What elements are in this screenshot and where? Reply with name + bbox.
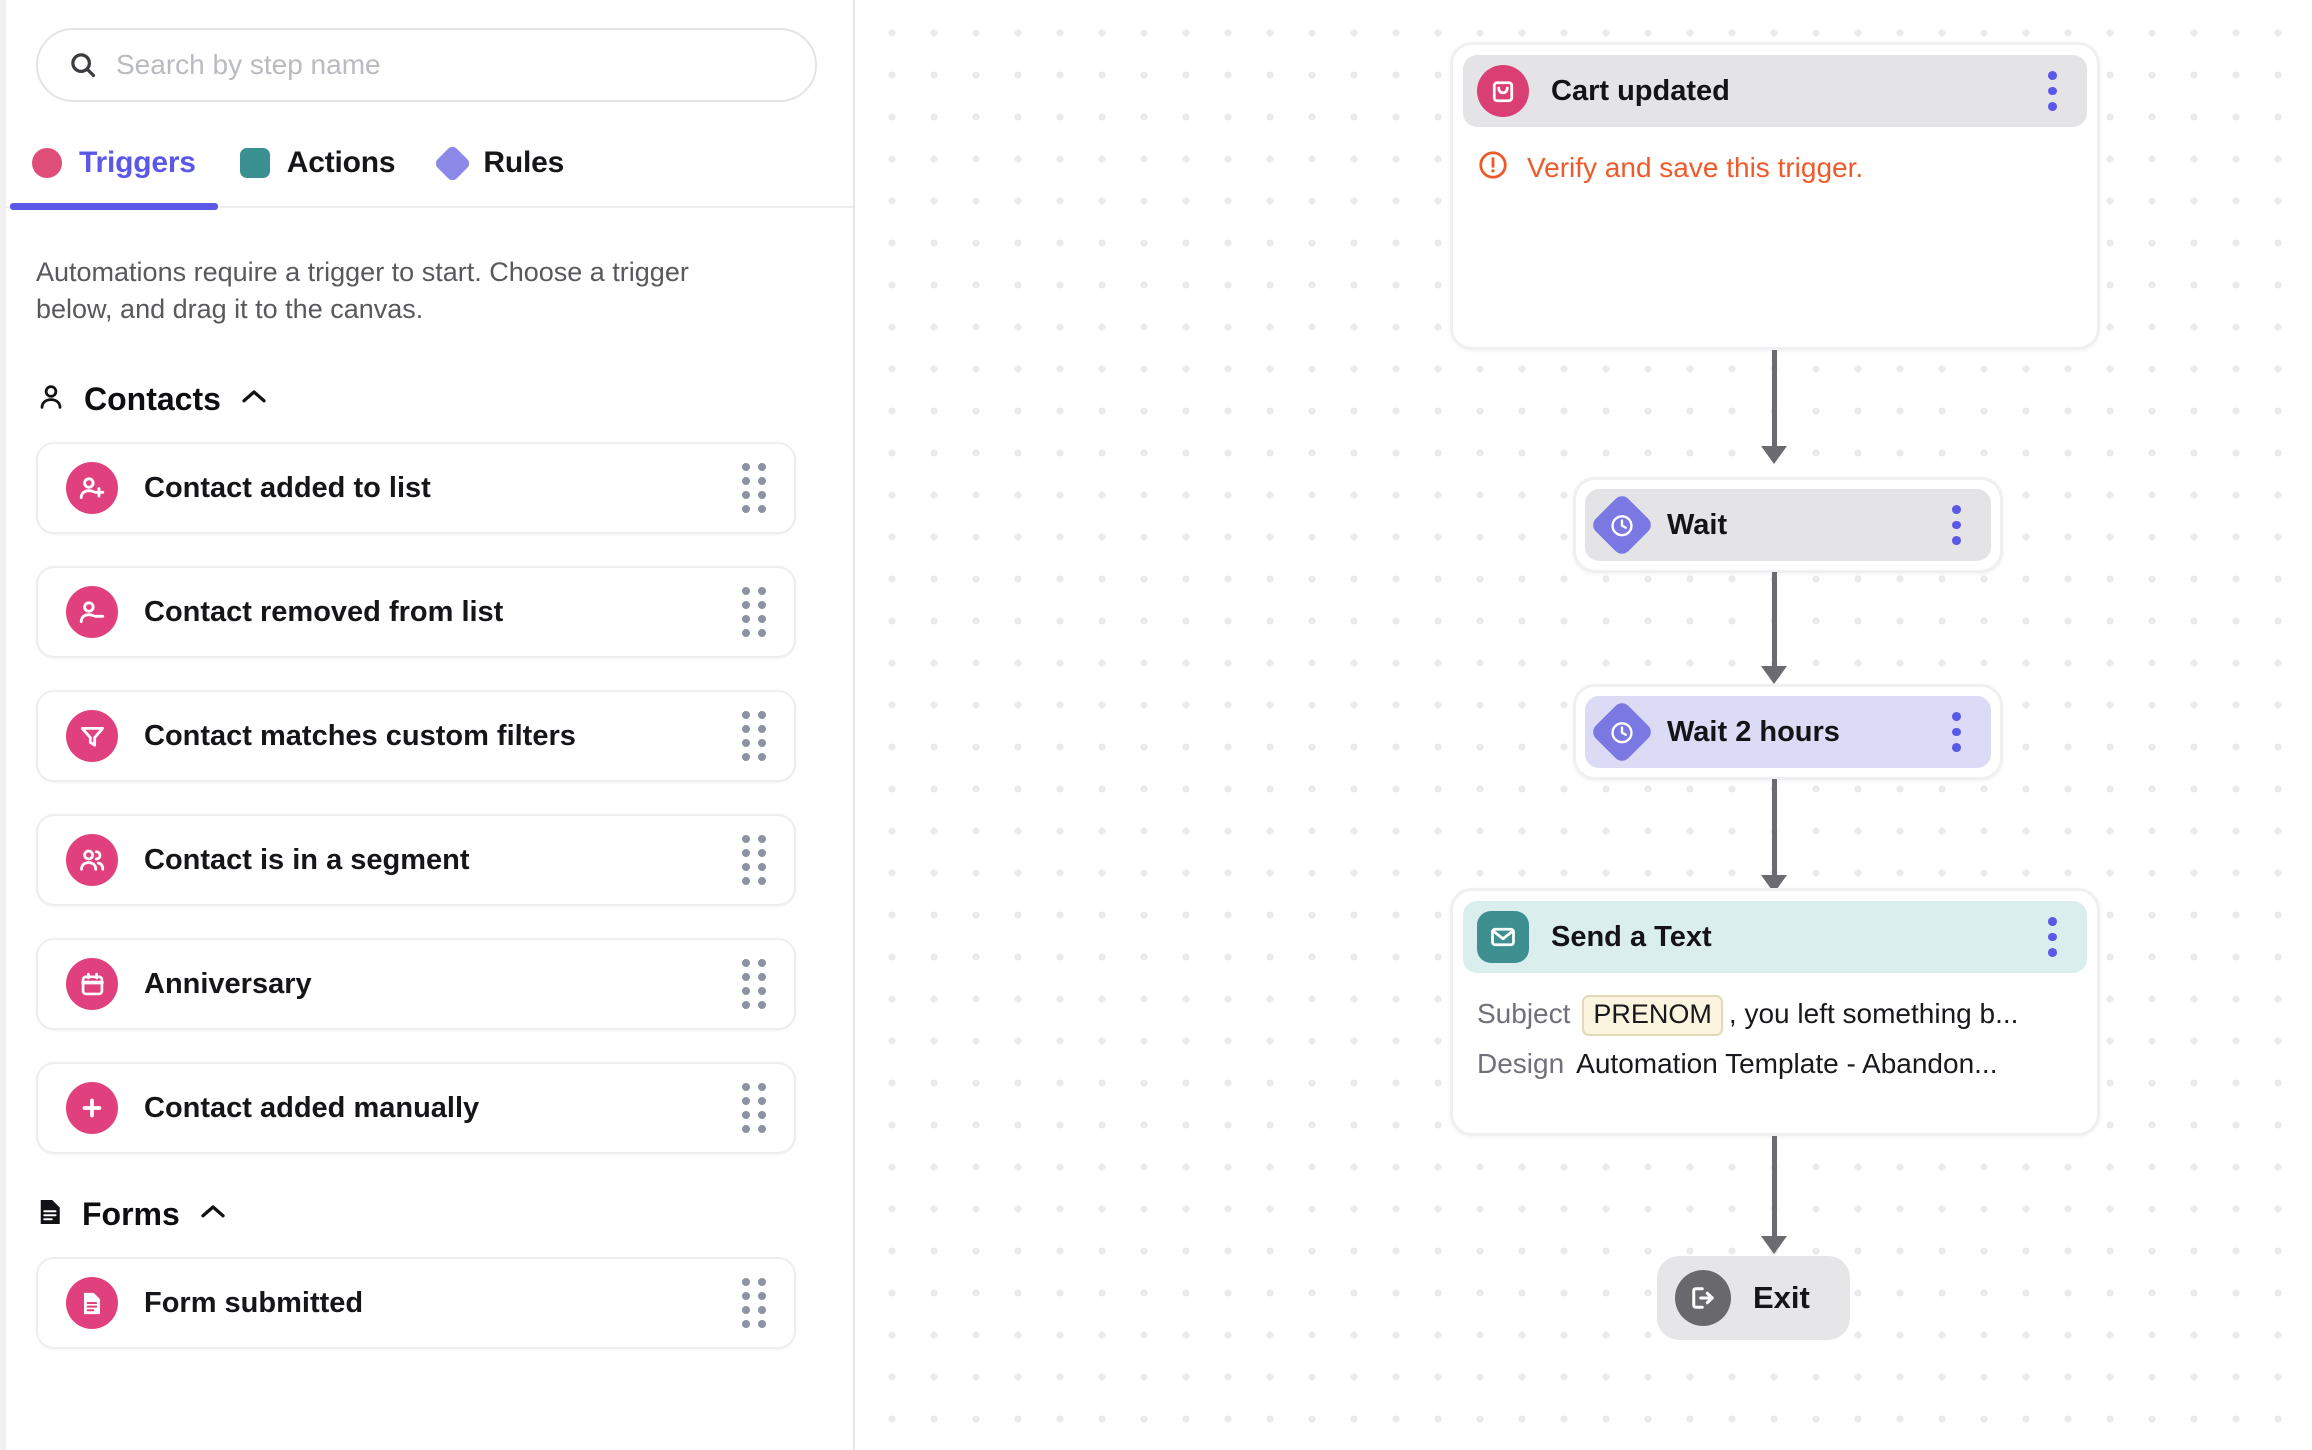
tab-triggers[interactable]: Triggers	[10, 136, 218, 210]
shopping-bag-icon	[1477, 65, 1529, 117]
search-section	[0, 0, 853, 102]
trigger-list-forms: Form submitted	[0, 1257, 853, 1381]
alert-circle-icon	[1477, 149, 1509, 186]
steps-sidebar: Triggers Actions Rules Automations requi…	[0, 0, 855, 1450]
search-input[interactable]	[116, 49, 785, 81]
clock-icon	[1589, 699, 1655, 765]
calendar-icon	[66, 958, 118, 1011]
group-header-forms[interactable]: Forms	[0, 1196, 853, 1233]
list-item[interactable]: Contact is in a segment	[36, 814, 796, 907]
node-field-value: Automation Template - Abandon...	[1576, 1048, 1998, 1079]
kebab-menu-icon[interactable]	[1941, 712, 1971, 753]
tab-actions[interactable]: Actions	[218, 136, 418, 206]
search-icon	[68, 50, 98, 80]
list-item[interactable]: Contact matches custom filters	[36, 690, 796, 783]
group-header-contacts[interactable]: Contacts	[0, 381, 853, 418]
merge-tag-token: PRENOM	[1582, 995, 1723, 1036]
list-item-label: Contact matches custom filters	[144, 719, 576, 752]
list-item[interactable]: Form submitted	[36, 1257, 796, 1350]
list-item[interactable]: Anniversary	[36, 938, 796, 1031]
form-document-icon	[66, 1277, 118, 1330]
exit-arrow-icon	[1675, 1270, 1731, 1326]
node-wait-2-hours[interactable]: Wait 2 hours	[1573, 684, 2003, 780]
node-title: Cart updated	[1551, 74, 1730, 107]
drag-handle[interactable]	[742, 1278, 768, 1329]
circle-pink-icon	[32, 148, 62, 178]
exit-label: Exit	[1753, 1280, 1810, 1315]
sidebar-left-edge	[0, 0, 6, 1450]
node-field-value: , you left something b...	[1728, 998, 2019, 1029]
group-title-contacts: Contacts	[84, 381, 221, 418]
tab-rules[interactable]: Rules	[417, 136, 586, 206]
node-header[interactable]: Wait	[1585, 489, 1991, 561]
search-box[interactable]	[36, 28, 817, 102]
drag-handle[interactable]	[742, 1083, 768, 1134]
kebab-menu-icon[interactable]	[2037, 917, 2067, 958]
funnel-icon	[66, 710, 118, 763]
list-item-label: Contact removed from list	[144, 595, 504, 628]
node-warning-text: Verify and save this trigger.	[1527, 151, 1864, 183]
node-title: Wait	[1667, 508, 1728, 541]
square-teal-icon	[239, 148, 270, 178]
person-icon	[36, 382, 66, 417]
node-title: Wait 2 hours	[1667, 715, 1840, 748]
node-body: Subject PRENOM , you left something b...…	[1463, 973, 2087, 1080]
list-item-label: Form submitted	[144, 1286, 364, 1319]
node-header[interactable]: Send a Text	[1463, 901, 2087, 973]
chevron-up-icon[interactable]	[198, 1202, 228, 1227]
step-category-tabs: Triggers Actions Rules	[0, 136, 853, 210]
node-field-subject: Subject PRENOM , you left something b...	[1477, 995, 2073, 1036]
node-field-key: Design	[1477, 1048, 1565, 1079]
diamond-purple-icon	[433, 143, 472, 183]
node-send-a-text[interactable]: Send a Text Subject PRENOM , you left so…	[1450, 888, 2100, 1136]
node-card[interactable]: Send a Text Subject PRENOM , you left so…	[1450, 888, 2100, 1136]
person-remove-icon	[66, 586, 118, 639]
sidebar-description: Automations require a trigger to start. …	[36, 257, 689, 324]
kebab-menu-icon[interactable]	[2037, 71, 2067, 112]
tab-triggers-label: Triggers	[79, 146, 196, 179]
trigger-list-contacts: Contact added to list Contact removed fr…	[0, 442, 853, 1186]
drag-handle[interactable]	[742, 835, 768, 886]
chevron-up-icon[interactable]	[239, 387, 269, 412]
node-header[interactable]: Cart updated	[1463, 55, 2087, 127]
list-item[interactable]: Contact removed from list	[36, 566, 796, 659]
list-item-label: Anniversary	[144, 967, 312, 1000]
drag-handle[interactable]	[742, 959, 768, 1010]
node-warning: Verify and save this trigger.	[1477, 149, 2073, 186]
list-item[interactable]: Contact added to list	[36, 442, 796, 535]
list-item-label: Contact is in a segment	[144, 843, 470, 876]
node-card[interactable]: Wait	[1573, 477, 2003, 573]
node-card[interactable]: Wait 2 hours	[1573, 684, 2003, 780]
group-title-forms: Forms	[82, 1196, 180, 1233]
automation-canvas[interactable]: Cart updated Verify and save this trigge…	[855, 0, 2312, 1450]
tab-rules-label: Rules	[483, 146, 565, 179]
node-title: Send a Text	[1551, 920, 1712, 953]
exit-pill[interactable]: Exit	[1657, 1256, 1850, 1340]
clock-icon	[1589, 492, 1655, 558]
tab-actions-label: Actions	[286, 146, 396, 179]
node-wait[interactable]: Wait	[1573, 477, 2003, 573]
node-cart-updated[interactable]: Cart updated Verify and save this trigge…	[1450, 42, 2100, 350]
people-icon	[66, 834, 118, 887]
plus-icon	[66, 1082, 118, 1135]
node-field-key: Subject	[1477, 998, 1571, 1029]
drag-handle[interactable]	[742, 587, 768, 638]
node-header[interactable]: Wait 2 hours	[1585, 696, 1991, 768]
node-exit[interactable]: Exit	[1657, 1256, 1850, 1340]
envelope-icon	[1477, 911, 1529, 963]
drag-handle[interactable]	[742, 711, 768, 762]
person-add-icon	[66, 462, 118, 515]
node-field-design: Design Automation Template - Abandon...	[1477, 1048, 2073, 1080]
list-item-label: Contact added to list	[144, 471, 431, 504]
list-item[interactable]: Contact added manually	[36, 1062, 796, 1155]
drag-handle[interactable]	[742, 463, 768, 514]
kebab-menu-icon[interactable]	[1941, 505, 1971, 546]
document-icon	[36, 1197, 64, 1232]
list-item-label: Contact added manually	[144, 1091, 480, 1124]
node-body: Verify and save this trigger.	[1463, 127, 2087, 186]
node-card[interactable]: Cart updated Verify and save this trigge…	[1450, 42, 2100, 350]
